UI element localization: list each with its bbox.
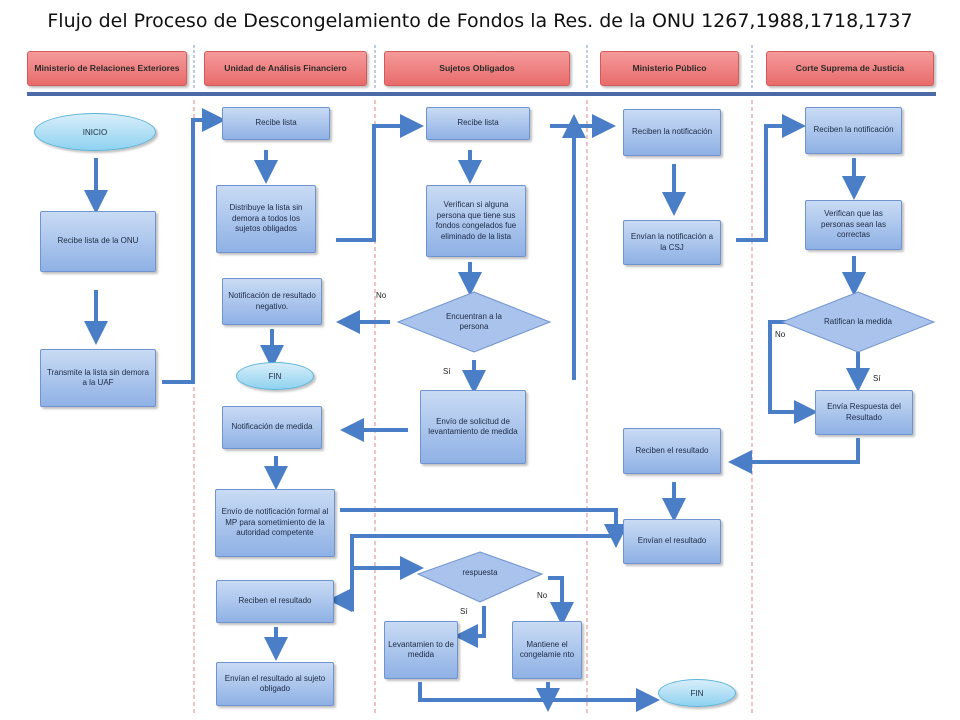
label-si-respuesta: Sí [460, 607, 468, 616]
envia-respuesta-resultado: Envía Respuesta del Resultado [815, 390, 913, 435]
arrow-envia-mp [728, 438, 860, 474]
label-no-ratifican: No [775, 330, 786, 339]
decision-respuesta [416, 551, 544, 603]
transmite-lista: Transmite la lista sin demora a la UAF [40, 349, 156, 407]
start-terminal: INICIO [34, 113, 156, 151]
diagram-title: Flujo del Proceso de Descongelamiento de… [47, 10, 913, 32]
arrow-distribuye-so [336, 114, 424, 242]
decision-encuentran-label: Encuentran a la persona [445, 311, 503, 332]
csj-reciben-notificacion: Reciben la notificación [805, 107, 902, 154]
decision-respuesta-label: respuesta [462, 567, 498, 577]
label-si-ratifican: Sí [873, 374, 881, 383]
arrow-respuesta-mantiene [548, 576, 574, 626]
mp-envian-resultado: Envían el resultado [623, 519, 721, 564]
uaf-reciben-resultado: Reciben el resultado [216, 580, 334, 623]
mp-envian-notificacion-csj: Envían la notificación a la CSJ [623, 220, 721, 265]
lane-header-mre: Ministerio de Relaciones Exteriores [27, 51, 187, 86]
notificacion-medida: Notificación de medida [222, 406, 322, 449]
label-no-encuentran: No [376, 291, 387, 300]
arrow-transmite-uaf [162, 108, 226, 384]
end-terminal-2: FIN [658, 679, 736, 707]
lane-header-so: Sujetos Obligados [384, 51, 570, 86]
levantamiento-medida: Levantamien to de medida [384, 621, 458, 679]
label-no-respuesta: No [537, 591, 548, 600]
arrow-envio-mp-line [340, 508, 628, 548]
mp-reciben-resultado: Reciben el resultado [623, 428, 721, 474]
so-recibe-lista: Recibe lista [426, 107, 530, 140]
decision-encuentran [396, 291, 552, 353]
envio-solicitud: Envío de solicitud de levantamiento de m… [420, 390, 526, 464]
notificacion-negativo: Notificación de resultado negativo. [222, 278, 322, 325]
envian-resultado-sujeto: Envían el resultado al sujeto obligado [216, 662, 334, 706]
lane-header-csj: Corte Suprema de Justicia [766, 51, 934, 86]
arrow-levantamiento-fin [418, 682, 660, 712]
csj-verifican-personas: Verifican que las personas sean las corr… [805, 200, 902, 250]
lane-header-uaf: Unidad de Análisis Financiero [204, 51, 367, 86]
arrow-mp-envian-csj [736, 114, 806, 242]
arrow-respuesta-levantamiento [454, 606, 486, 648]
mp-reciben-notificacion: Reciben la notificación [623, 109, 721, 156]
arrow-mp-envian-uaf [330, 534, 616, 612]
mantiene-congelamiento: Mantiene el congelamie nto [512, 621, 582, 679]
end-terminal-1: FIN [236, 362, 314, 390]
decision-ratifican [780, 291, 936, 353]
decision-ratifican-label: Ratifican la medida [823, 316, 893, 326]
envio-notificacion-mp: Envío de notificación formal al MP para … [215, 489, 335, 557]
verifican-persona: Verifican si alguna persona que tiene su… [426, 185, 526, 257]
recibe-lista-onu: Recibe lista de la ONU [40, 211, 156, 272]
lane-header-mp: Ministerio Público [600, 51, 739, 86]
label-si-encuentran: Sí [443, 367, 451, 376]
uaf-recibe-lista: Recibe lista [222, 107, 330, 140]
distribuye-lista: Distribuye la lista sin demora a todos l… [216, 185, 316, 253]
